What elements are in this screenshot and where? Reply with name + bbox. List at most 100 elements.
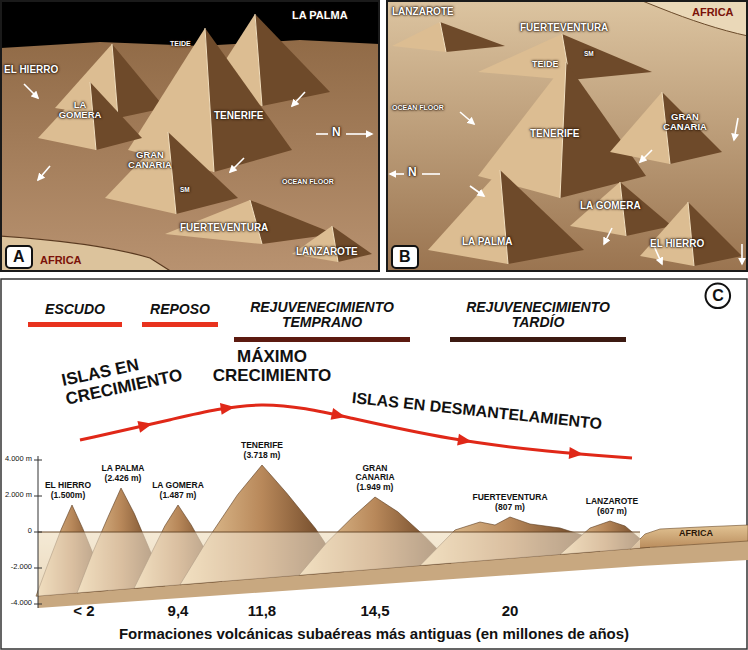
island-label: TENERIFE (3.718 m) <box>232 441 292 460</box>
mountain-shaded-face <box>255 14 330 106</box>
island-name: TENERIFE <box>214 110 263 121</box>
white-arrow <box>38 166 50 180</box>
ridge-line <box>255 14 262 106</box>
peak-name: TEIDE <box>170 40 191 48</box>
island-name: LA GOMERA <box>580 200 641 211</box>
north-label: N <box>408 166 417 179</box>
mountain-shaded-face <box>688 202 742 266</box>
axis-caption: Formaciones volcánicas subaéreas más ant… <box>119 626 629 643</box>
area-label: OCEAN FLOOR <box>392 104 444 112</box>
seamount-label: SM <box>180 186 190 193</box>
island-label: LA GOMERA (1.487 m) <box>150 481 206 500</box>
africa-land <box>630 525 748 549</box>
water-overlay <box>38 532 640 596</box>
white-arrow <box>230 158 244 172</box>
trend-arrowhead <box>220 401 236 415</box>
island-label: LANZAROTE (607 m) <box>577 497 647 516</box>
white-arrow <box>604 228 612 244</box>
white-arrow <box>470 186 484 196</box>
axis-label: -4.000 <box>11 599 32 607</box>
phase-label: REPOSO <box>150 302 210 317</box>
age-value: < 2 <box>73 603 94 620</box>
axis-tick <box>34 568 42 569</box>
white-arrow <box>460 112 474 124</box>
age-value: 20 <box>502 603 519 620</box>
axis-label: -2.000 <box>11 563 32 571</box>
island-name: LANZAROTE <box>392 6 454 17</box>
mountain-lit-face <box>105 132 176 214</box>
ridge-line <box>168 132 176 214</box>
continent-label: AFRICA <box>679 529 713 539</box>
trend-arrowhead <box>331 408 347 423</box>
panel-letter-text: C <box>704 282 732 310</box>
age-value: 11,8 <box>248 603 276 620</box>
island-label: FUERTEVENTURA (807 m) <box>468 493 552 512</box>
mountain-shaded-face <box>168 132 238 214</box>
trend-label: MÁXIMO CRECIMIENTO <box>187 348 357 385</box>
island-label: LA PALMA (2.426 m) <box>97 464 149 483</box>
island-name: LA PALMA <box>292 9 348 21</box>
north-label: N <box>332 126 341 139</box>
continent-name: AFRICA <box>40 254 82 266</box>
panel-frame <box>1 279 747 649</box>
peak-name: TEIDE <box>532 60 559 70</box>
mountain-shaded-face <box>205 28 292 172</box>
white-arrow <box>390 173 404 175</box>
mountain-lit-face <box>392 22 446 52</box>
island-name: GRAN CANARIA <box>120 150 180 171</box>
axis-tick <box>34 496 42 497</box>
relief-panel <box>387 1 747 271</box>
mountain-lit-face <box>610 92 670 164</box>
mountain-lit-face <box>428 170 508 264</box>
panel-letter-text: B <box>399 248 411 266</box>
white-arrow <box>346 133 372 135</box>
island-name: LA GOMERA <box>52 100 108 121</box>
axis-label: 2.000 m <box>5 491 32 499</box>
age-value: 14,5 <box>360 603 389 620</box>
axis-tick <box>34 604 42 605</box>
panel-frame <box>387 1 747 271</box>
sky <box>1 1 379 48</box>
white-arrow <box>734 118 738 140</box>
mountain-shaded-face <box>500 170 584 264</box>
ridge-line <box>205 28 214 172</box>
island-label: EL HIERRO (1.500m) <box>44 481 92 500</box>
mountain-shaded-face <box>440 22 505 52</box>
island-name: EL HIERRO <box>4 64 58 75</box>
axis-tick <box>34 532 42 533</box>
trend-arrowhead <box>569 447 584 460</box>
white-arrow <box>292 92 305 106</box>
panel-letter: A <box>5 245 33 269</box>
axis-label: 4.000 m <box>5 455 32 463</box>
axis-label: 0 <box>28 527 32 535</box>
phase-label: ESCUDO <box>45 302 105 317</box>
ridge-line <box>440 22 446 52</box>
trend-arrowhead <box>457 434 473 448</box>
continent-name: AFRICA <box>692 6 734 18</box>
sea <box>38 532 640 596</box>
white-arrow <box>741 244 743 264</box>
panel-letter-text: A <box>13 248 25 266</box>
mountain-lit-face <box>478 34 570 80</box>
phase-label: REJUVENECIMIENTO TARDÍO <box>443 300 633 331</box>
island-name: FUERTEVENTURA <box>180 222 268 233</box>
terrain <box>387 1 747 271</box>
white-arrow <box>24 84 38 98</box>
phase-bar <box>234 337 410 342</box>
white-arrow <box>422 173 440 175</box>
ridge-line <box>500 170 508 264</box>
island-name: LA PALMA <box>462 236 513 247</box>
africa-coast <box>640 1 747 36</box>
phase-bar <box>450 337 626 342</box>
terrain <box>1 1 379 271</box>
axis-tick <box>34 460 42 461</box>
island-label: GRAN CANARIA (1.949 m) <box>345 464 405 492</box>
relief-panel <box>1 1 379 271</box>
phase-label: REJUVENECIMIENTO TEMPRANO <box>227 300 417 331</box>
panel-frame <box>1 1 379 271</box>
area-label: OCEAN FLOOR <box>282 178 334 186</box>
panel-letter: B <box>391 245 419 269</box>
ridge-line <box>688 202 694 266</box>
